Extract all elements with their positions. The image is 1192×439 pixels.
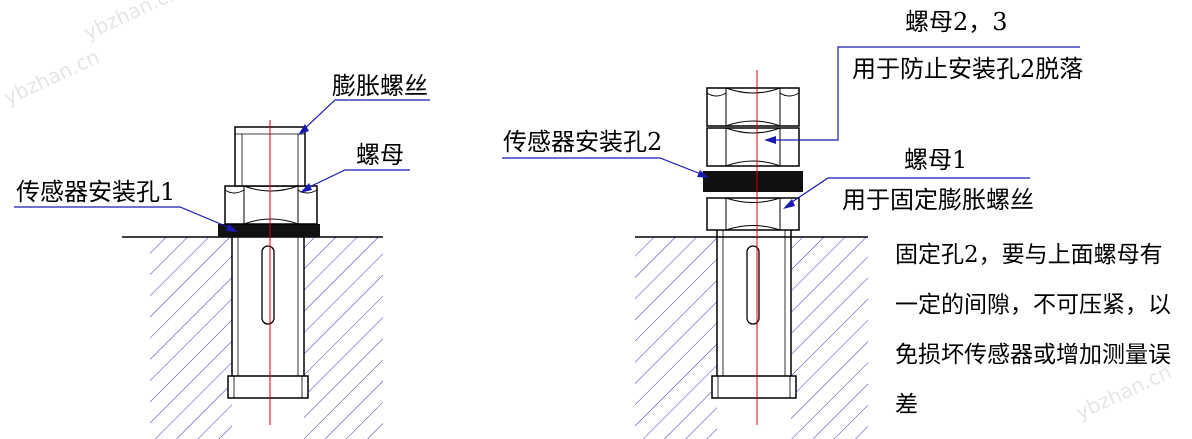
label-nuts-2-3-title: 螺母2，3 bbox=[905, 8, 1008, 36]
note-line-1: 固定孔2，要与上面螺母有 bbox=[895, 242, 1163, 268]
watermark-left: ybzhan.cn bbox=[0, 44, 103, 109]
watermark-right: ybzhan.cn bbox=[1072, 359, 1175, 424]
label-sensor-hole-1: 传感器安装孔1 bbox=[16, 178, 175, 206]
label-nut-1-desc: 用于固定膨胀螺丝 bbox=[842, 186, 1034, 214]
note-line-2: 一定的间隙，不可压紧，以 bbox=[895, 292, 1171, 318]
right-leader-nuts-2-3 bbox=[769, 46, 1080, 141]
left-expansion-cone bbox=[227, 375, 309, 399]
right-expansion-cone bbox=[711, 375, 797, 399]
label-sensor-hole-2: 传感器安装孔2 bbox=[503, 128, 662, 156]
right-nut-1 bbox=[706, 197, 800, 231]
label-nuts-2-3-desc: 用于防止安装孔2脱落 bbox=[852, 55, 1083, 83]
label-expansion-screw: 膨胀螺丝 bbox=[332, 72, 428, 100]
right-sensor-mount-plate bbox=[703, 171, 803, 192]
right-leader-nut-1 bbox=[785, 177, 1030, 207]
installation-note: 固定孔2，要与上面螺母有 一定的间隙，不可压紧，以 免损坏传感器或增加测量误 差 bbox=[895, 242, 1171, 418]
watermark-top: ybzhan.cn bbox=[80, 0, 183, 45]
label-nut: 螺母 bbox=[356, 141, 404, 169]
left-figure: 膨胀螺丝 螺母 传感器安装孔1 bbox=[14, 72, 430, 439]
left-leader-screw bbox=[299, 99, 430, 134]
right-expansion-slot bbox=[746, 245, 760, 325]
label-nut-1-title: 螺母1 bbox=[904, 146, 967, 174]
left-leader-nut bbox=[302, 169, 410, 191]
left-leader-hole bbox=[14, 206, 236, 231]
right-leader-hole-2 bbox=[502, 157, 707, 177]
right-nut-3 bbox=[706, 87, 800, 127]
left-sensor-mount-plate bbox=[218, 224, 320, 237]
right-figure: 螺母2，3 用于防止安装孔2脱落 传感器安装孔2 螺母1 用于固定膨胀螺丝 bbox=[502, 8, 1083, 439]
left-expansion-slot bbox=[261, 245, 275, 325]
note-line-4: 差 bbox=[895, 392, 918, 418]
right-nut-2 bbox=[706, 127, 800, 167]
note-line-3: 免损坏传感器或增加测量误 bbox=[895, 342, 1171, 368]
